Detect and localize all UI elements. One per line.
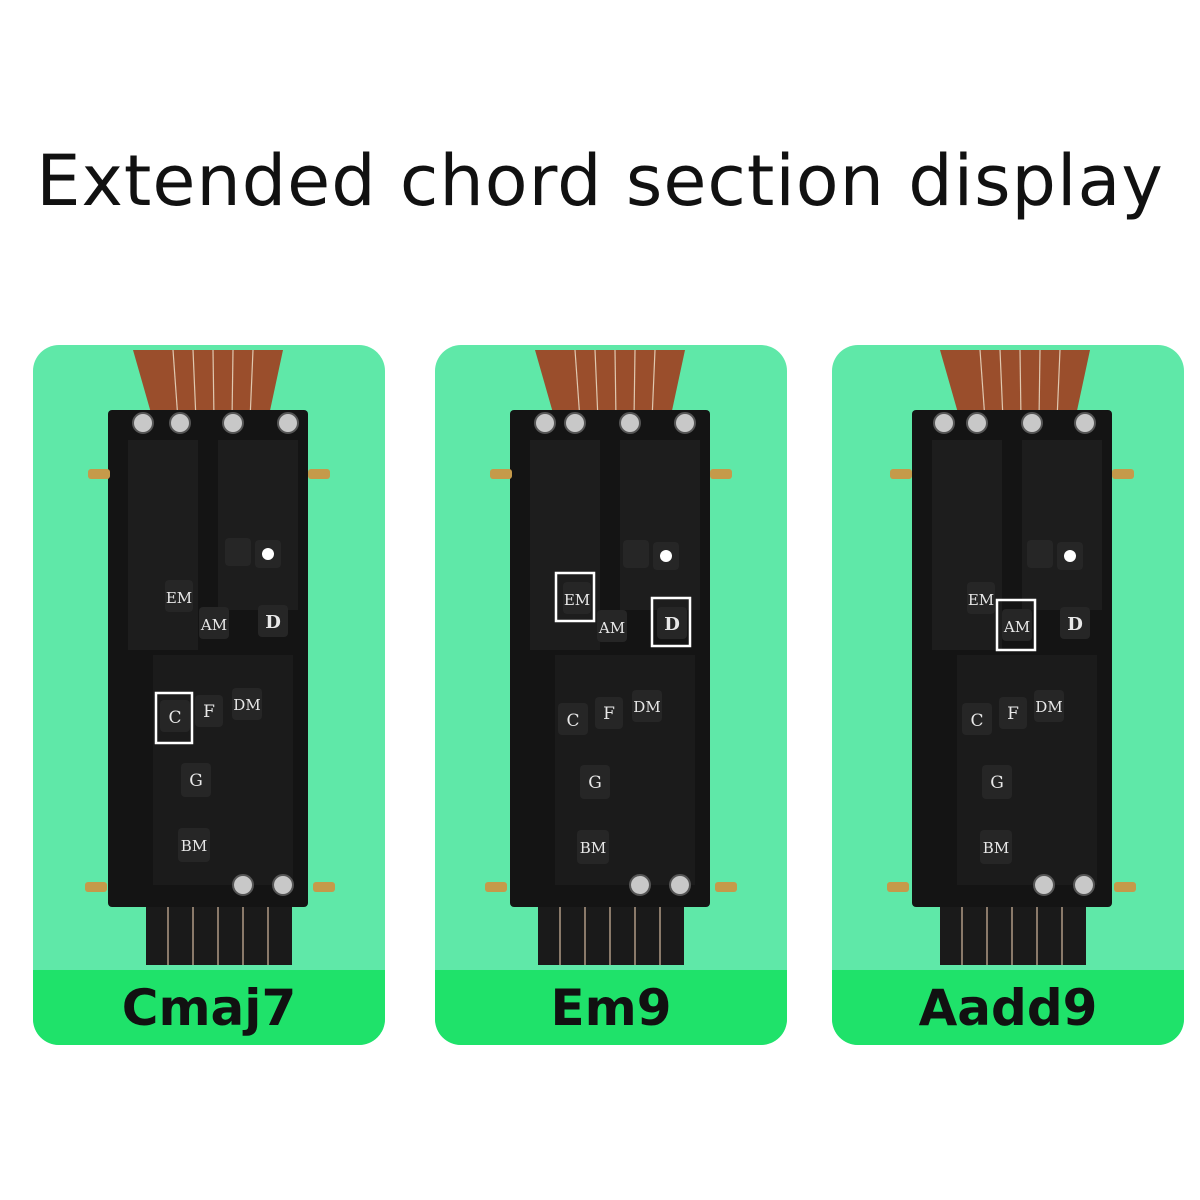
key-am: AM bbox=[200, 616, 227, 634]
screw-icons bbox=[132, 412, 299, 896]
key-g: G bbox=[189, 771, 203, 791]
guitar-neck-top bbox=[133, 350, 283, 420]
key-f: F bbox=[603, 704, 615, 724]
key-am: AM bbox=[598, 619, 625, 637]
key-dm: DM bbox=[633, 698, 660, 716]
key-d: D bbox=[1067, 614, 1083, 635]
key-em: EM bbox=[166, 589, 192, 607]
highlight-box bbox=[995, 598, 1037, 652]
key-d: D bbox=[265, 612, 281, 633]
chord-panel-aadd9: EM AM D C F DM G BM Aadd9 bbox=[832, 345, 1184, 1045]
key-dm: DM bbox=[233, 696, 260, 714]
key-f: F bbox=[203, 702, 215, 722]
screw-icons bbox=[933, 412, 1096, 896]
key-bm: BM bbox=[983, 839, 1009, 857]
chord-panel-em9: EM AM D C F DM G BM Em9 bbox=[435, 345, 787, 1045]
guitar-neck-top bbox=[940, 350, 1090, 420]
chord-device-photo: EM AM D C F DM G BM bbox=[485, 349, 737, 965]
chord-name: Em9 bbox=[550, 978, 672, 1037]
key-c: C bbox=[168, 708, 181, 728]
key-c: C bbox=[970, 711, 983, 731]
chord-device-photo: EM AM D C F DM G BM bbox=[85, 349, 335, 965]
highlight-box bbox=[650, 596, 692, 648]
key-c: C bbox=[566, 711, 579, 731]
highlight-box bbox=[554, 571, 596, 623]
key-bm: BM bbox=[181, 837, 207, 855]
chord-name: Cmaj7 bbox=[121, 978, 297, 1037]
chord-label-bar: Em9 bbox=[435, 970, 787, 1045]
screw-icons bbox=[534, 412, 696, 896]
key-d: D bbox=[664, 614, 680, 635]
key-em: EM bbox=[564, 591, 590, 609]
chord-name: Aadd9 bbox=[918, 978, 1098, 1037]
key-em: EM bbox=[968, 591, 994, 609]
chord-device-photo: EM AM D C F DM G BM bbox=[887, 349, 1136, 965]
page-headline: Extended chord section display bbox=[36, 140, 1164, 222]
key-dm: DM bbox=[1035, 698, 1062, 716]
key-g: G bbox=[990, 773, 1004, 793]
chord-panel-cmaj7: EM AM D C F DM G BM Cmaj7 bbox=[33, 345, 385, 1045]
key-am: AM bbox=[1003, 618, 1030, 636]
guitar-neck-top bbox=[535, 350, 685, 420]
chord-label-bar: Cmaj7 bbox=[33, 970, 385, 1045]
key-bm: BM bbox=[580, 839, 606, 857]
key-f: F bbox=[1007, 704, 1019, 724]
highlight-box bbox=[154, 691, 194, 745]
key-g: G bbox=[588, 773, 602, 793]
chord-label-bar: Aadd9 bbox=[832, 970, 1184, 1045]
